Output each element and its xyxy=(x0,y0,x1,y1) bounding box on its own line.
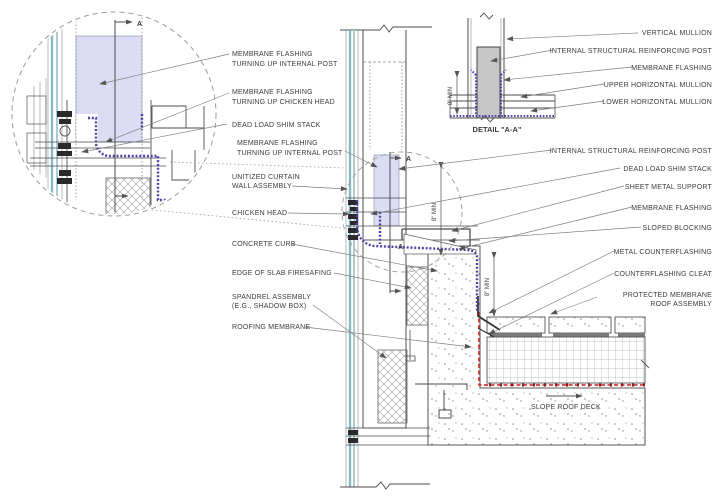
section-marker-a: A xyxy=(406,156,411,163)
label-internal-structural-reinforcing-post-main: INTERNAL STRUCTURAL REINFORCING POST xyxy=(550,148,713,155)
firesafing-crosshatch xyxy=(406,266,429,326)
label-lower-horizontal-mullion: LOWER HORIZONTAL MULLION xyxy=(602,99,712,106)
label-membrane-flashing-aa: MEMBRANE FLASHING xyxy=(631,65,712,72)
label-dead-load-shim-stack-circle: DEAD LOAD SHIM STACK xyxy=(232,122,321,129)
shim-stack xyxy=(57,111,72,184)
svg-text:WALL ASSEMBLY: WALL ASSEMBLY xyxy=(232,183,292,190)
label-spandrel-assembly: SPANDREL ASSEMBLY xyxy=(232,294,311,301)
main-section-drawing: A A 8" MIN 8" MIN SLOPE ROOF DECK xyxy=(340,24,650,490)
label-vertical-mullion: VERTICAL MULLION xyxy=(642,30,712,37)
shim-stack-main xyxy=(348,200,358,240)
counterflashing-cleat xyxy=(477,327,495,338)
label-dead-load-shim-stack-main: DEAD LOAD SHIM STACK xyxy=(623,166,712,173)
label-membrane-flashing-chicken-head: MEMBRANE FLASHING xyxy=(232,89,313,96)
svg-text:8" MIN: 8" MIN xyxy=(485,278,491,296)
label-membrane-flashing-internal-post-2: MEMBRANE FLASHING xyxy=(237,140,318,147)
label-protected-membrane-roof: PROTECTED MEMBRANE xyxy=(623,292,712,299)
detail-aa-drawing: 8" MIN DETAIL "A-A" xyxy=(448,12,556,134)
svg-text:8" MIN: 8" MIN xyxy=(448,87,454,105)
label-membrane-flashing-internal-post-1: MEMBRANE FLASHING xyxy=(232,51,313,58)
zoom-tie-line xyxy=(169,161,347,169)
break-line-top xyxy=(340,24,432,33)
label-edge-of-slab-firesafing: EDGE OF SLAB FIRESAFING xyxy=(232,270,332,277)
detail-aa-caption: DETAIL "A-A" xyxy=(473,125,522,134)
spandrel-insulation xyxy=(377,349,408,424)
label-chicken-head: CHICKEN HEAD xyxy=(232,210,287,217)
label-membrane-flashing-main: MEMBRANE FLASHING xyxy=(631,205,712,212)
svg-text:TURNING UP CHICKEN HEAD: TURNING UP CHICKEN HEAD xyxy=(232,99,335,106)
dimension-upper: 8" MIN xyxy=(432,161,444,256)
gasket xyxy=(59,125,71,137)
roof-pavers xyxy=(486,316,646,337)
label-sheet-metal-support: SHEET METAL SUPPORT xyxy=(625,184,713,191)
slope-roof-deck-note: SLOPE ROOF DECK xyxy=(531,404,601,411)
section-marker-a: A xyxy=(137,21,142,28)
label-concrete-curb: CONCRETE CURB xyxy=(232,241,296,248)
dimension-aa: 8" MIN xyxy=(448,70,460,115)
sheet-metal-support xyxy=(401,228,471,246)
roof-insulation xyxy=(486,336,646,384)
membrane-flashing-aa xyxy=(450,69,555,117)
break-line-bottom xyxy=(340,481,430,490)
label-roofing-membrane: ROOFING MEMBRANE xyxy=(232,324,310,331)
svg-text:(E.G., SHADOW BOX): (E.G., SHADOW BOX) xyxy=(232,303,306,310)
svg-text:TURNING UP INTERNAL POST: TURNING UP INTERNAL POST xyxy=(232,61,338,68)
blowup-detail-drawing: A xyxy=(11,11,217,217)
leader-lines xyxy=(81,32,642,359)
label-internal-structural-reinforcing-post-aa: INTERNAL STRUCTURAL REINFORCING POST xyxy=(550,48,713,55)
label-counterflashing-cleat: COUNTERFLASHING CLEAT xyxy=(614,271,712,278)
annotation-labels: MEMBRANE FLASHING TURNING UP INTERNAL PO… xyxy=(232,30,713,331)
section-marker-a: A xyxy=(398,244,403,251)
deck-anchor xyxy=(415,383,468,419)
internal-post-shaded xyxy=(373,154,400,227)
horizontal-mullions xyxy=(450,94,555,119)
svg-text:8" MIN: 8" MIN xyxy=(432,203,438,221)
svg-text:ROOF ASSEMBLY: ROOF ASSEMBLY xyxy=(650,301,712,308)
zoom-indicator-circle xyxy=(341,151,463,273)
reinforcing-post xyxy=(476,46,501,119)
label-sloped-blocking: SLOPED BLOCKING xyxy=(642,225,712,232)
label-unitized-curtain-wall: UNITIZED CURTAIN xyxy=(232,174,300,181)
membrane-flashing-main xyxy=(355,200,479,312)
svg-text:TURNING UP INTERNAL POST: TURNING UP INTERNAL POST xyxy=(237,150,343,157)
label-metal-counterflashing: METAL COUNTERFLASHING xyxy=(614,249,712,256)
dimension-lower: 8" MIN xyxy=(485,251,497,317)
label-upper-horizontal-mullion: UPPER HORIZONTAL MULLION xyxy=(604,82,712,89)
